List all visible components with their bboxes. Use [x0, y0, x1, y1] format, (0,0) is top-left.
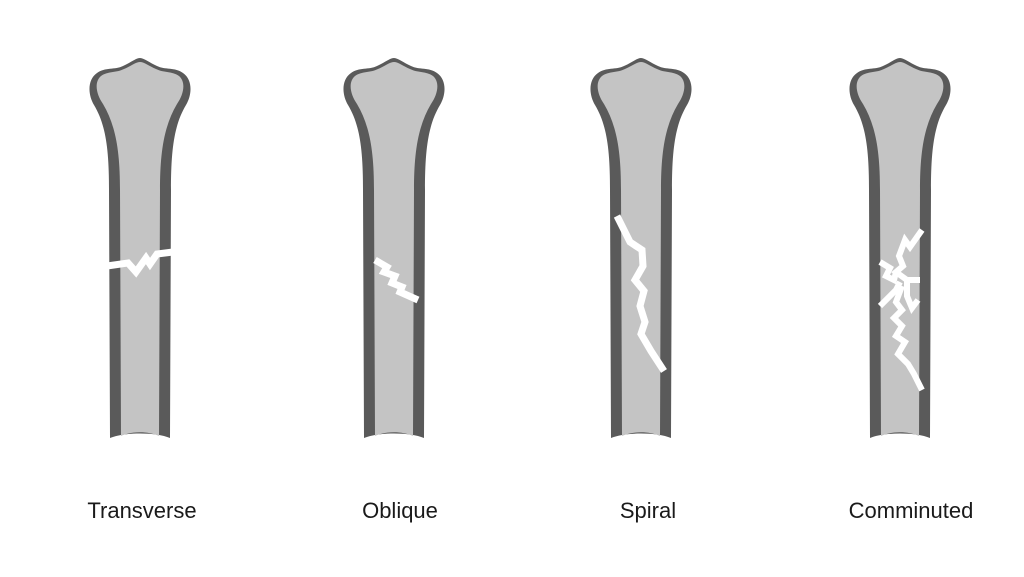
fracture-lines-comminuted	[877, 228, 925, 392]
label-transverse: Transverse	[87, 498, 197, 523]
label-spiral: Spiral	[619, 498, 677, 523]
fracture-line-transverse	[106, 248, 174, 278]
bone-comminuted	[849, 58, 951, 438]
bone-spiral	[590, 58, 692, 438]
fracture-line-oblique	[373, 256, 420, 304]
bone-oblique	[343, 58, 445, 438]
fracture-line-spiral	[613, 214, 667, 373]
label-comminuted: Comminuted	[848, 498, 974, 523]
label-oblique: Oblique	[362, 498, 438, 523]
bone-transverse	[89, 58, 191, 438]
